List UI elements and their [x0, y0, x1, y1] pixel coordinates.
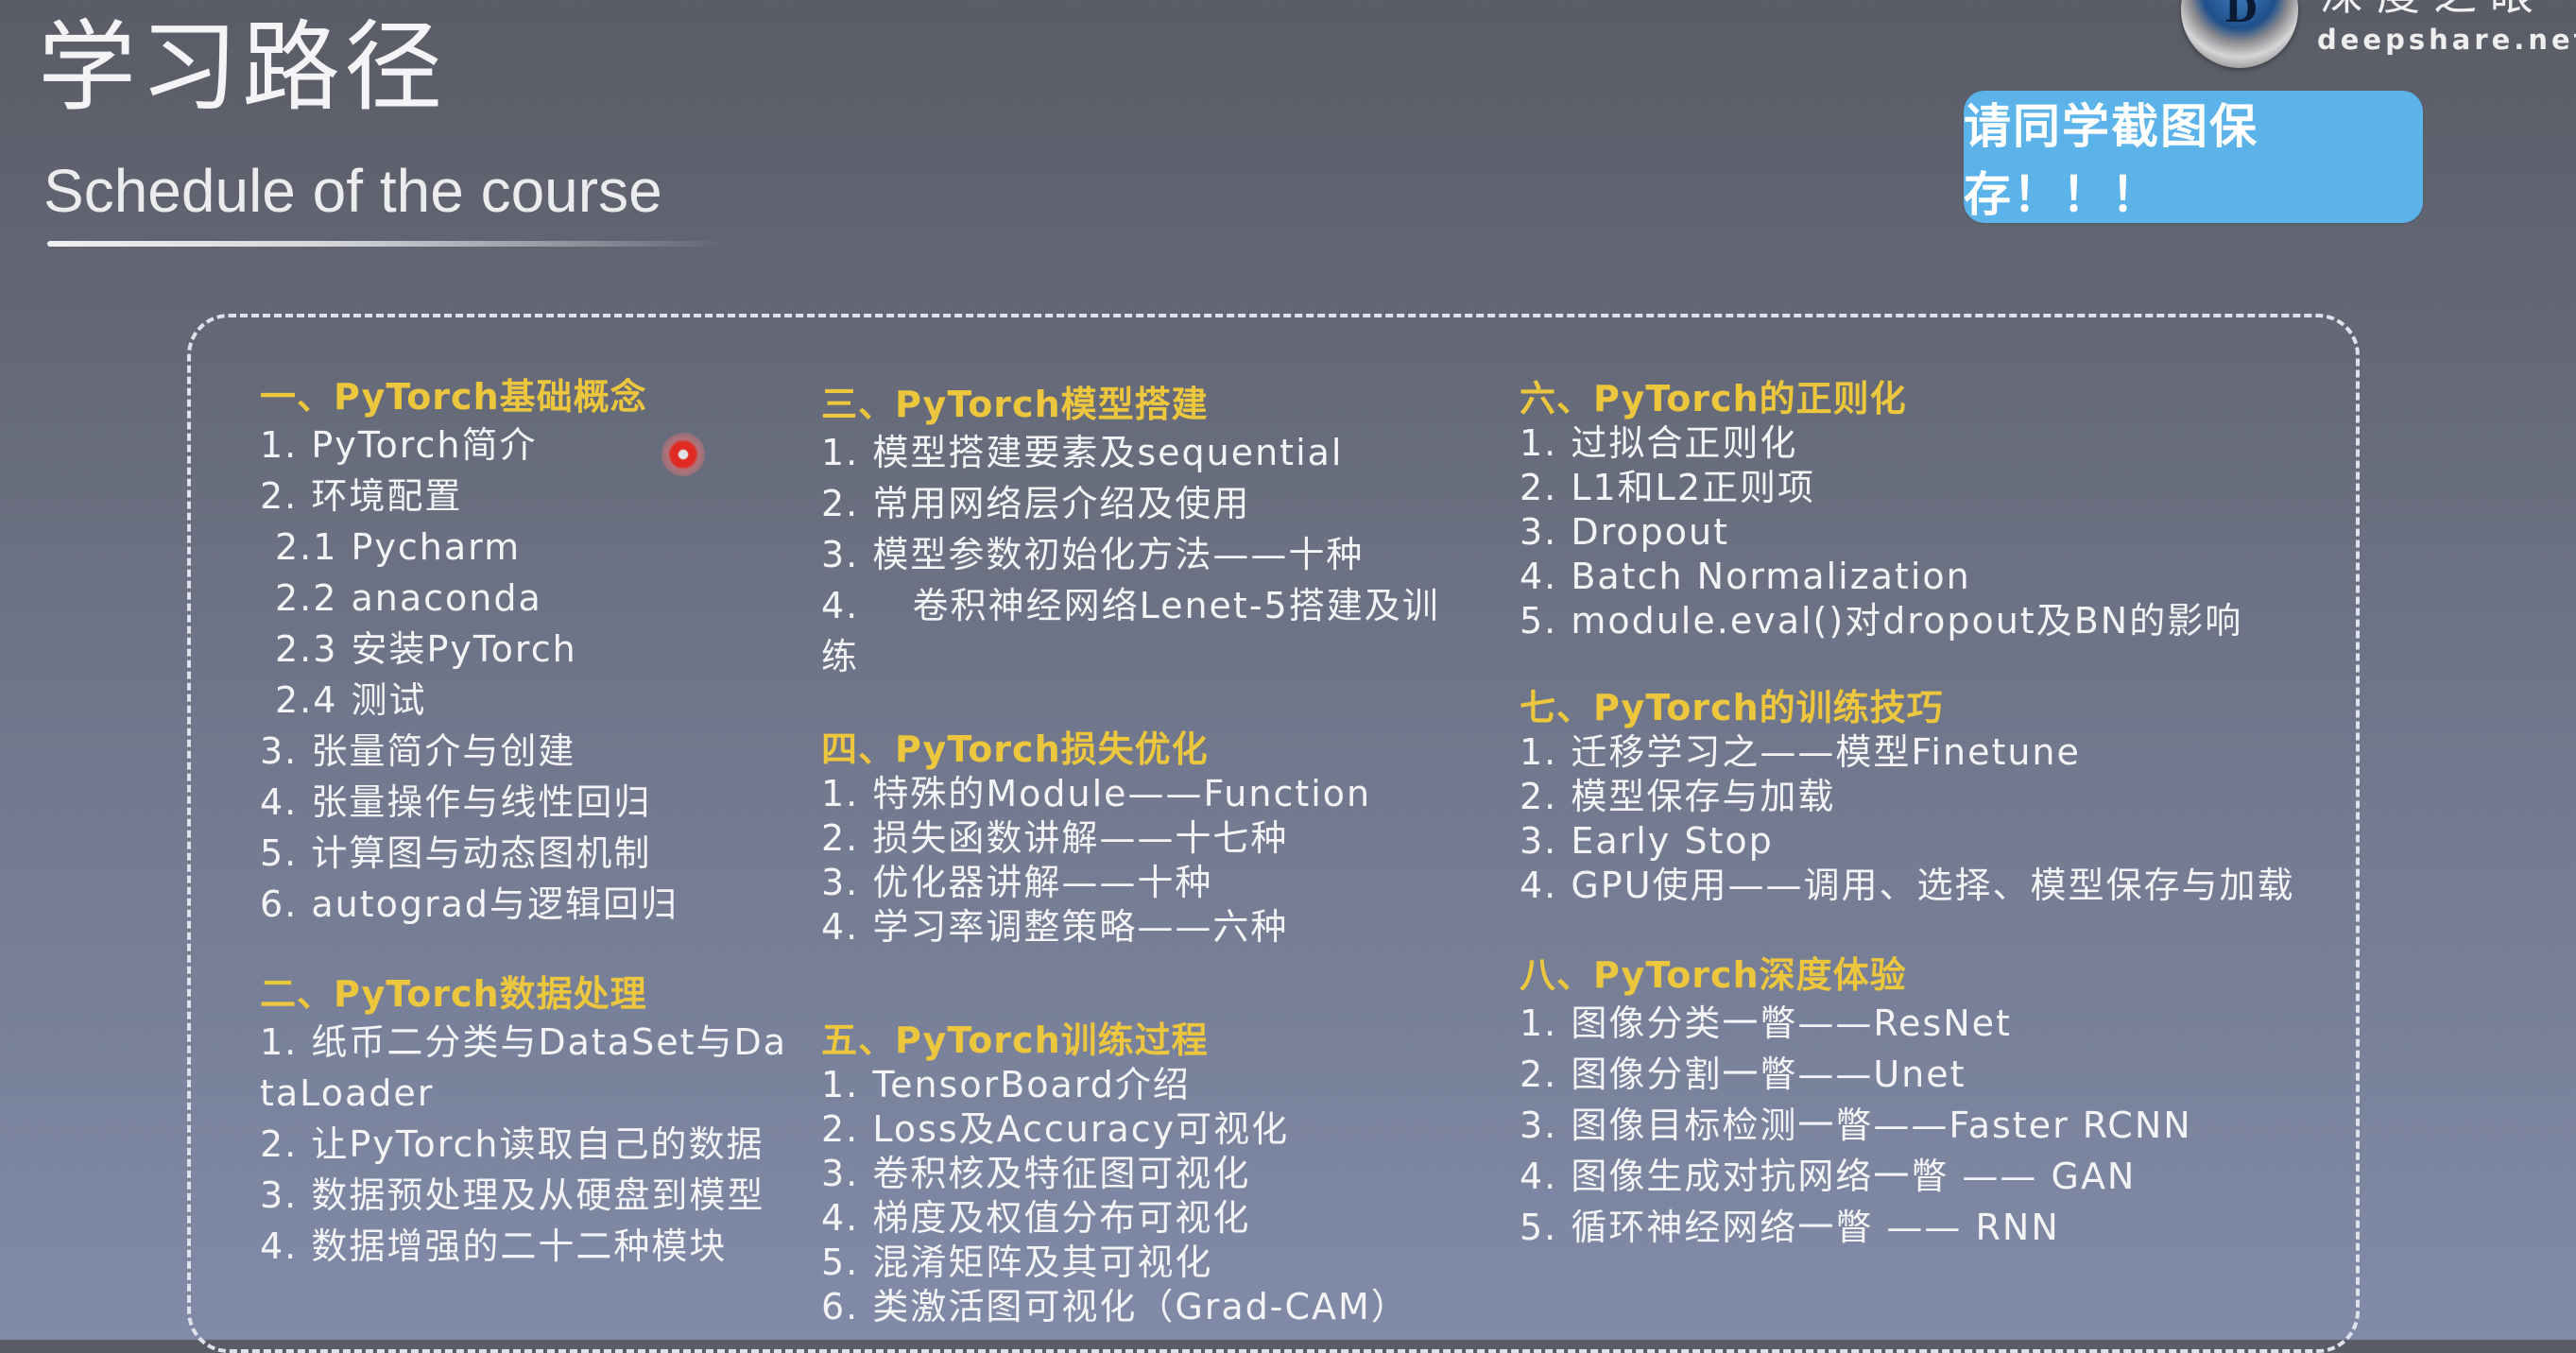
list-item: 3. 优化器讲解——十种 — [821, 862, 1213, 903]
list-subitem: 2.3 安装PyTorch — [275, 628, 577, 670]
list-item: 4. 梯度及权值分布可视化 — [821, 1197, 1251, 1239]
list-item: 4. Batch Normalization — [1520, 556, 1971, 597]
section-regularization: 六、PyTorch的正则化 1. 过拟合正则化 2. L1和L2正则项 3. D… — [1520, 376, 2242, 643]
list-item: 3. 卷积核及特征图可视化 — [821, 1153, 1251, 1194]
section-training-tricks: 七、PyTorch的训练技巧 1. 迁移学习之——模型Finetune 2. 模… — [1520, 685, 2295, 908]
section-title: 三、PyTorch模型搭建 — [821, 384, 1209, 425]
list-item: 4. 张量操作与线性回归 — [260, 781, 652, 823]
page-subtitle: Schedule of the course — [43, 157, 662, 225]
list-item: 1. 迁移学习之——模型Finetune — [1520, 731, 2081, 773]
list-item: 2. Loss及Accuracy可视化 — [821, 1108, 1290, 1150]
section-title: 一、PyTorch基础概念 — [260, 376, 647, 418]
list-item: 2. 常用网络层介绍及使用 — [821, 483, 1251, 524]
screenshot-notice-button[interactable]: 请同学截图保存！！！ — [1964, 91, 2423, 223]
list-item: 1. 特殊的Module——Function — [821, 773, 1372, 814]
deepshare-logo-icon: D — [2181, 0, 2298, 68]
list-item: 5. module.eval()对dropout及BN的影响 — [1520, 600, 2243, 642]
section-title: 八、PyTorch深度体验 — [1520, 954, 1907, 996]
list-item: 1. 图像分类一瞥——ResNet — [1520, 1002, 2012, 1044]
laser-pointer-icon — [661, 433, 705, 476]
list-item: 3. 模型参数初始化方法——十种 — [821, 534, 1365, 575]
list-subitem: 2.2 anaconda — [275, 577, 542, 619]
section-title: 六、PyTorch的正则化 — [1520, 378, 1907, 420]
section-model-building: 三、PyTorch模型搭建 1. 模型搭建要素及sequential 2. 常用… — [821, 382, 1473, 682]
section-training-process: 五、PyTorch训练过程 1. TensorBoard介绍 2. Loss及A… — [821, 1018, 1409, 1329]
section-title: 二、PyTorch数据处理 — [260, 973, 647, 1015]
list-subitem: 2.1 Pycharm — [275, 526, 522, 568]
list-item: 6. 类激活图可视化（Grad-CAM） — [821, 1286, 1409, 1327]
logo-name: 深度之眼 — [2320, 0, 2547, 21]
section-deep-experience: 八、PyTorch深度体验 1. 图像分类一瞥——ResNet 2. 图像分割一… — [1520, 952, 2192, 1253]
section-basics: 一、PyTorch基础概念 1. PyTorch简介 2. 环境配置 2.1 P… — [260, 374, 678, 930]
section-title: 五、PyTorch训练过程 — [821, 1019, 1209, 1061]
list-item: 2. 损失函数讲解——十七种 — [821, 817, 1289, 859]
list-item: 2. 模型保存与加载 — [1520, 776, 1836, 817]
section-title: 七、PyTorch的训练技巧 — [1520, 687, 1944, 728]
list-item: 2. 让PyTorch读取自己的数据 — [260, 1123, 764, 1165]
list-item: 5. 混淆矩阵及其可视化 — [821, 1242, 1213, 1283]
section-data-processing: 二、PyTorch数据处理 1. 纸币二分类与DataSet与DataLoade… — [260, 971, 789, 1272]
section-loss-optimization: 四、PyTorch损失优化 1. 特殊的Module——Function 2. … — [821, 727, 1371, 950]
logo-url: deepshare.net — [2317, 24, 2576, 56]
list-item: 4. 学习率调整策略——六种 — [821, 906, 1289, 948]
list-item: 1. 过拟合正则化 — [1520, 422, 1798, 464]
list-item: 1. 纸币二分类与DataSet与DataLoader — [260, 1021, 788, 1114]
list-item: 1. PyTorch简介 — [260, 424, 538, 466]
list-item: 3. 张量简介与创建 — [260, 730, 576, 772]
list-item: 2. 环境配置 — [260, 475, 463, 517]
list-item: 3. 图像目标检测一瞥——Faster RCNN — [1520, 1105, 2192, 1146]
list-item: 3. Early Stop — [1520, 820, 1774, 862]
list-item: 3. 数据预处理及从硬盘到模型 — [260, 1174, 765, 1216]
list-item: 3. Dropout — [1520, 511, 1729, 553]
list-item: 4. 图像生成对抗网络一瞥 —— GAN — [1520, 1156, 2137, 1197]
list-item: 1. 模型搭建要素及sequential — [821, 432, 1344, 473]
list-item: 1. TensorBoard介绍 — [821, 1064, 1191, 1105]
list-item: 2. 图像分割一瞥——Unet — [1520, 1053, 1966, 1095]
list-subitem: 2.4 测试 — [275, 679, 427, 721]
list-item: 4. GPU使用——调用、选择、模型保存与加载 — [1520, 865, 2295, 906]
list-item: 4. 卷积神经网络Lenet-5搭建及训练 — [821, 585, 1440, 677]
page-title: 学习路径 — [38, 9, 447, 125]
section-title: 四、PyTorch损失优化 — [821, 728, 1209, 770]
logo-glyph: D — [2224, 0, 2258, 31]
list-item: 2. L1和L2正则项 — [1520, 467, 1816, 508]
title-divider — [47, 241, 728, 247]
list-item: 5. 循环神经网络一瞥 —— RNN — [1520, 1207, 2060, 1248]
list-item: 5. 计算图与动态图机制 — [260, 832, 652, 874]
list-item: 4. 数据增强的二十二种模块 — [260, 1225, 728, 1267]
list-item: 6. autograd与逻辑回归 — [260, 883, 679, 925]
